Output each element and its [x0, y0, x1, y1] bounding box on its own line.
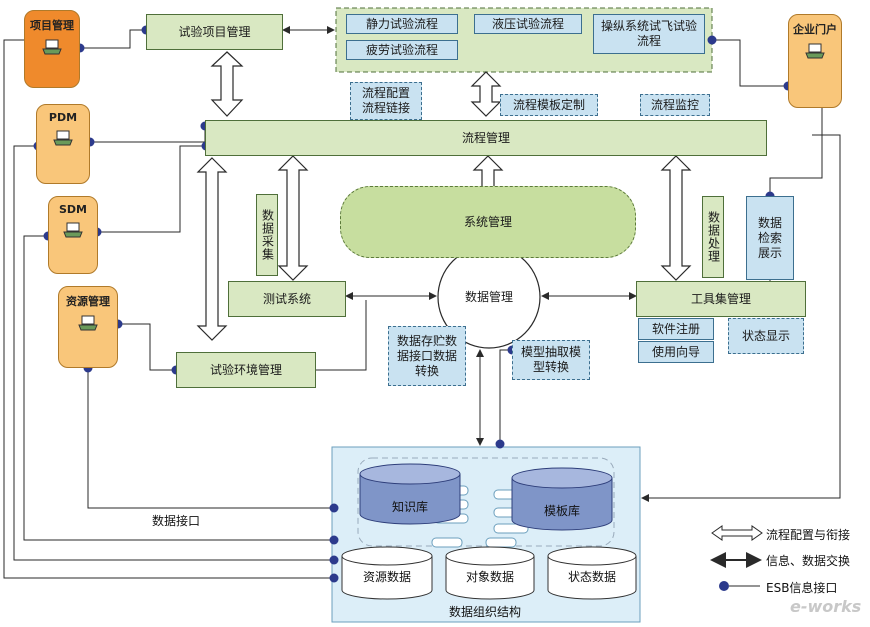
- flow-arrows: [196, 51, 692, 341]
- flow-config-box[interactable]: 流程配置流程链接: [350, 82, 422, 120]
- test-env-mgmt-box[interactable]: 试验环境管理: [176, 352, 316, 388]
- toolset-mgmt-box[interactable]: 工具集管理: [636, 281, 806, 317]
- test-project-mgmt-box[interactable]: 试验项目管理: [146, 14, 283, 50]
- flow-mgmt-bar[interactable]: 流程管理: [205, 120, 767, 156]
- computer-icon: [78, 315, 98, 331]
- data-search-box[interactable]: 数据检索展示: [746, 196, 794, 280]
- pdm-node[interactable]: PDM: [36, 104, 90, 184]
- test-system-box[interactable]: 测试系统: [228, 281, 346, 317]
- legend-graphics: [710, 525, 763, 591]
- object-data-label: 对象数据: [465, 570, 514, 584]
- usage-guide-box[interactable]: 使用向导: [638, 341, 714, 363]
- resource-data-label: 资源数据: [362, 570, 411, 584]
- data-interface-label: 数据接口: [152, 514, 201, 528]
- database-cylinders: [341, 463, 637, 600]
- resource-data-cylinder: [341, 546, 433, 600]
- computer-icon: [63, 222, 83, 238]
- flow-static[interactable]: 静力试验流程: [346, 14, 458, 34]
- legend-esb: ESB信息接口: [766, 581, 838, 595]
- resource-mgmt-node[interactable]: 资源管理: [58, 286, 118, 368]
- legend-info-exchange: 信息、数据交换: [766, 554, 851, 568]
- status-data-label: 状态数据: [567, 570, 616, 584]
- flow-monitor-box[interactable]: 流程监控: [640, 94, 710, 116]
- knowledge-base-cylinder: [359, 463, 461, 525]
- status-data-cylinder: [547, 546, 637, 600]
- data-structure-title: 数据组织结构: [448, 605, 521, 619]
- flow-hydraulic[interactable]: 液压试验流程: [474, 14, 582, 34]
- data-mgmt-label[interactable]: 数据管理: [464, 289, 513, 304]
- enterprise-portal-node[interactable]: 企业门户: [788, 14, 842, 108]
- status-display-box[interactable]: 状态显示: [728, 318, 804, 354]
- computer-icon: [42, 39, 62, 55]
- knowledge-base-label: 知识库: [391, 500, 428, 514]
- project-mgmt-node[interactable]: 项目管理: [24, 10, 80, 88]
- software-reg-box[interactable]: 软件注册: [638, 318, 714, 340]
- model-extract-box[interactable]: 模型抽取模型转换: [512, 340, 590, 380]
- legend-flow-config: 流程配置与衔接: [766, 528, 851, 542]
- flow-fatigue[interactable]: 疲劳试验流程: [346, 40, 458, 60]
- template-base-label: 模板库: [543, 504, 580, 518]
- watermark-logo: e-works: [790, 597, 862, 616]
- computer-icon: [53, 130, 73, 146]
- computer-icon: [805, 43, 825, 59]
- flow-template-box[interactable]: 流程模板定制: [500, 94, 598, 116]
- sdm-node[interactable]: SDM: [48, 196, 98, 274]
- system-mgmt-box[interactable]: 系统管理: [340, 186, 636, 258]
- data-storage-box[interactable]: 数据存贮数据接口数据转换: [388, 326, 466, 386]
- object-data-cylinder: [445, 546, 535, 600]
- template-base-cylinder: [511, 467, 613, 531]
- flow-control-system[interactable]: 操纵系统试飞试验流程: [593, 14, 705, 54]
- data-process-box[interactable]: 数据处理: [702, 196, 724, 278]
- data-structure-inner: [357, 457, 615, 547]
- data-collect-box[interactable]: 数据采集: [256, 194, 278, 276]
